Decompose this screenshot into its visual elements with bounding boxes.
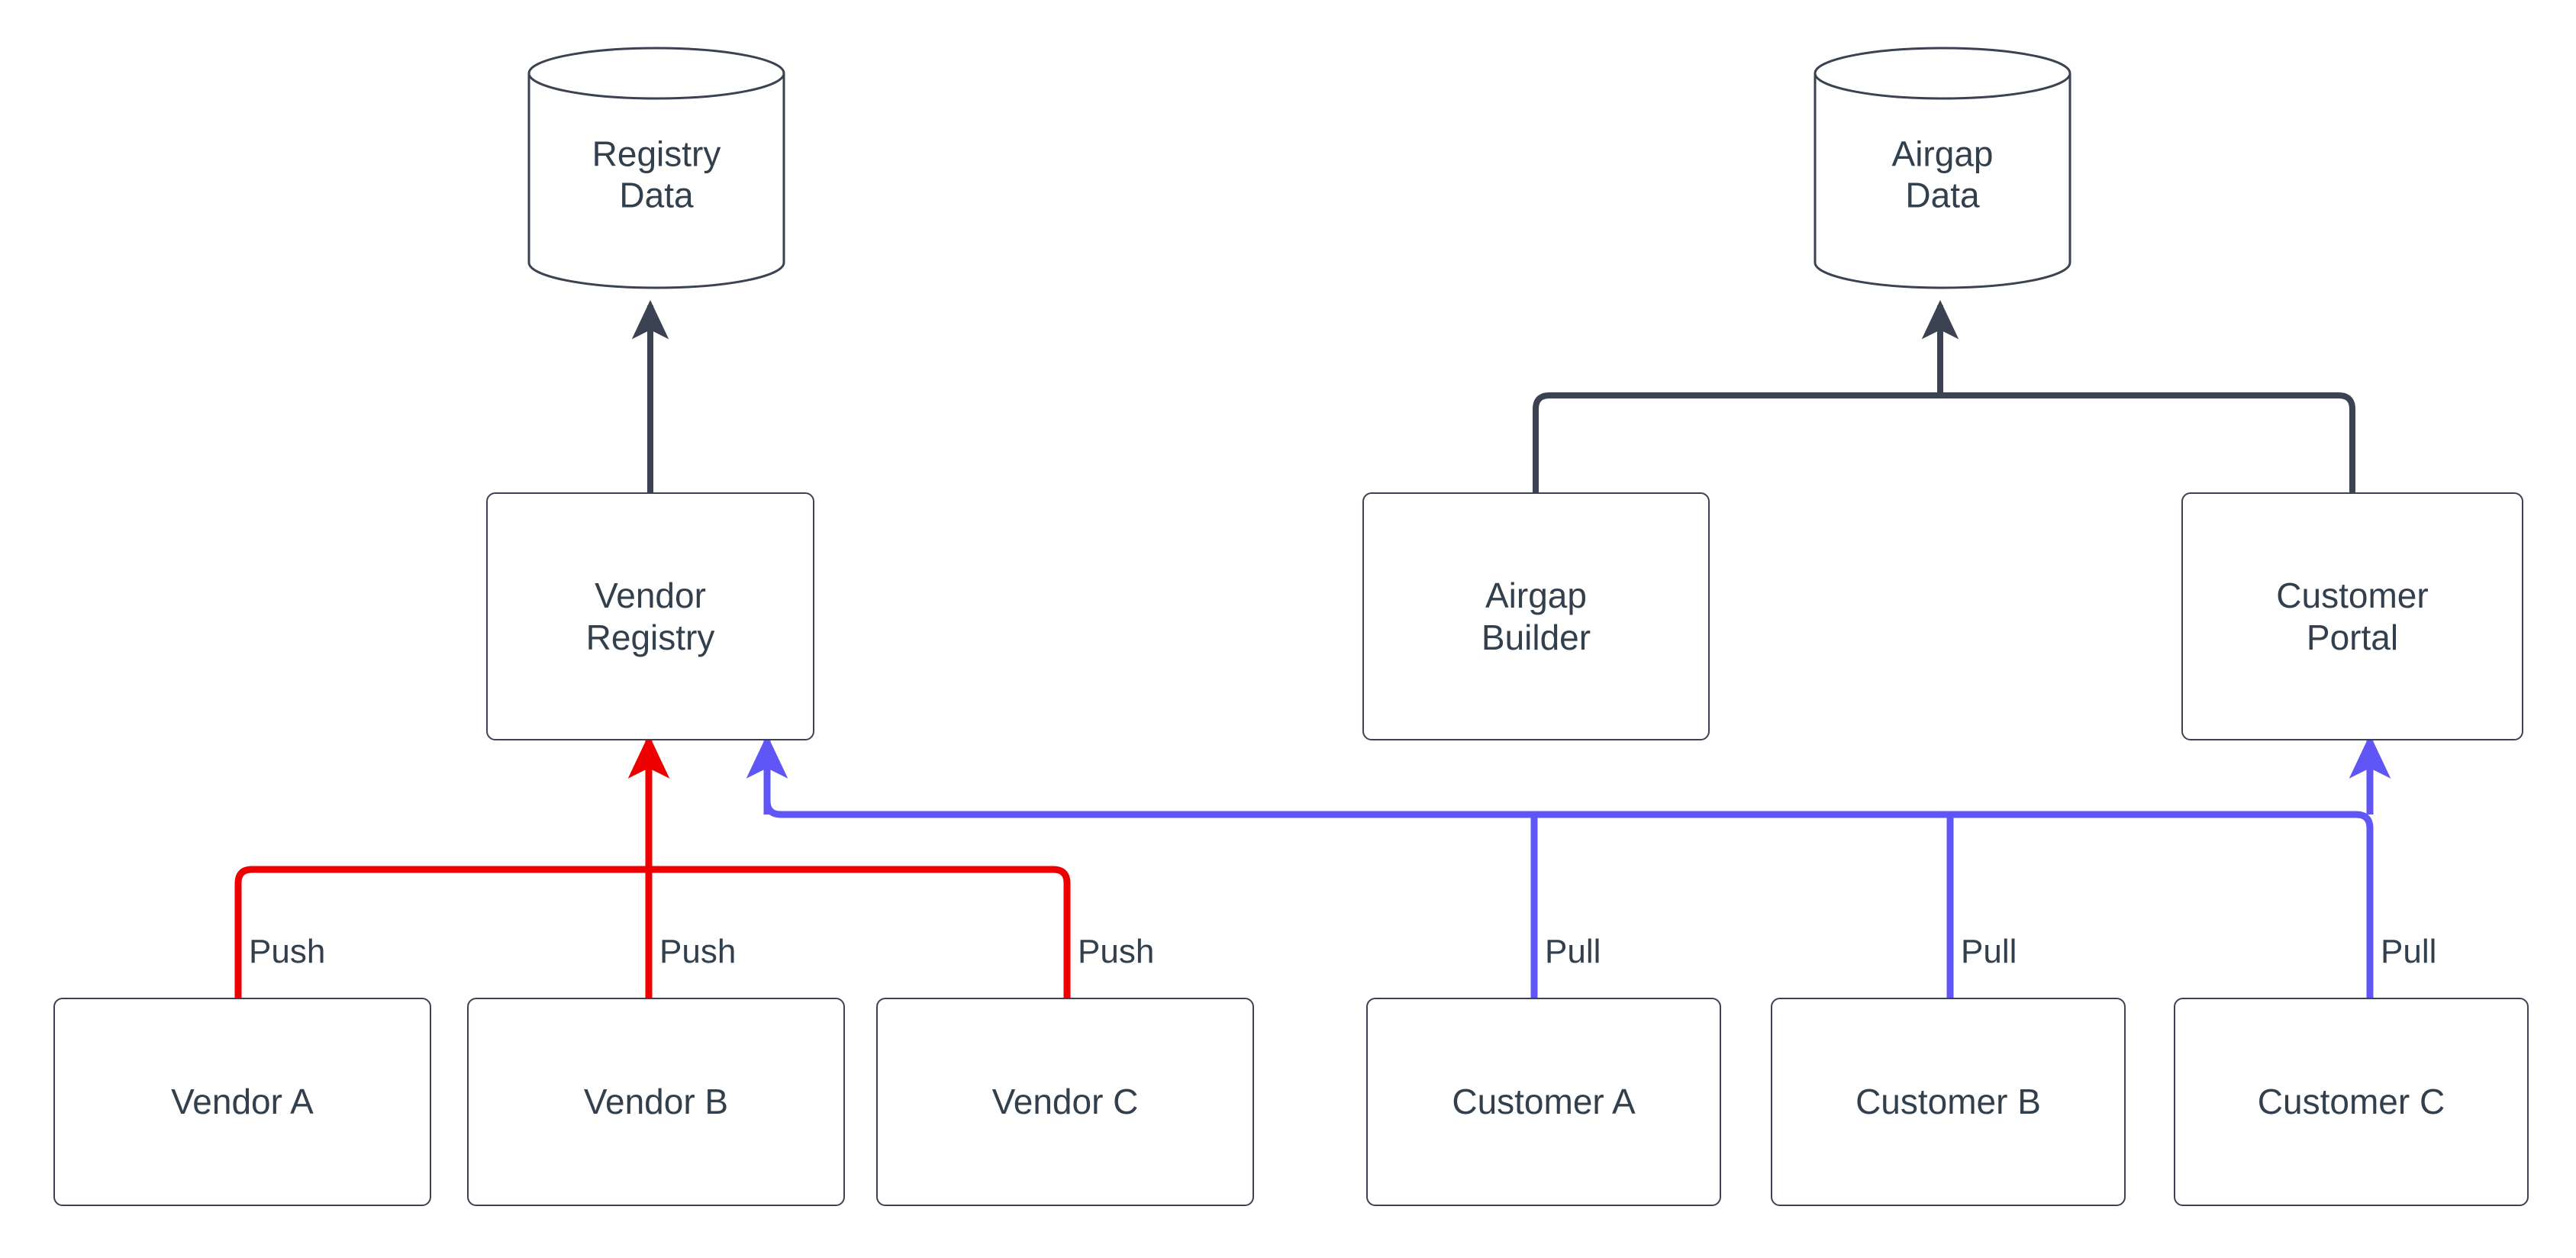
node-customer-a[interactable]: Customer A: [1366, 998, 1721, 1206]
node-vendor-registry[interactable]: Vendor Registry: [486, 492, 814, 740]
edge-airgap-builder-to-airgap-data: [1533, 392, 1940, 492]
edge-push-vendor-c: [649, 866, 1071, 998]
edge-label-push-vendor-a: Push: [249, 933, 326, 970]
datastore-airgap-data[interactable]: Airgap Data: [1813, 46, 2072, 290]
edge-pull-customer-b: [781, 811, 1954, 998]
node-airgap-builder[interactable]: Airgap Builder: [1362, 492, 1710, 740]
cylinder-shape-airgap-data: [1814, 47, 2071, 289]
node-vendor-a[interactable]: Vendor A: [53, 998, 431, 1206]
datastore-registry-data[interactable]: Registry Data: [527, 46, 786, 290]
node-customer-b[interactable]: Customer B: [1771, 998, 2126, 1206]
node-vendor-b[interactable]: Vendor B: [467, 998, 845, 1206]
datastore-label-airgap-data: Airgap Data: [1891, 134, 1994, 215]
edge-pull-customer-c: [781, 811, 2374, 998]
edge-label-pull-customer-b: Pull: [1961, 933, 2017, 970]
edge-label-pull-customer-a: Pull: [1545, 933, 1601, 970]
edge-label-push-vendor-b: Push: [659, 933, 737, 970]
edge-pull-customer-a: [763, 763, 1538, 998]
edge-push-vendor-a: [234, 866, 649, 998]
edge-label-push-vendor-c: Push: [1078, 933, 1155, 970]
datastore-label-registry-data: Registry Data: [592, 134, 721, 215]
node-customer-portal[interactable]: Customer Portal: [2181, 492, 2523, 740]
cylinder-shape-registry-data: [527, 47, 785, 289]
edge-customer-portal-to-airgap-data: [1940, 392, 2355, 492]
node-vendor-c[interactable]: Vendor C: [876, 998, 1254, 1206]
edge-label-pull-customer-c: Pull: [2381, 933, 2437, 970]
node-customer-c[interactable]: Customer C: [2174, 998, 2529, 1206]
